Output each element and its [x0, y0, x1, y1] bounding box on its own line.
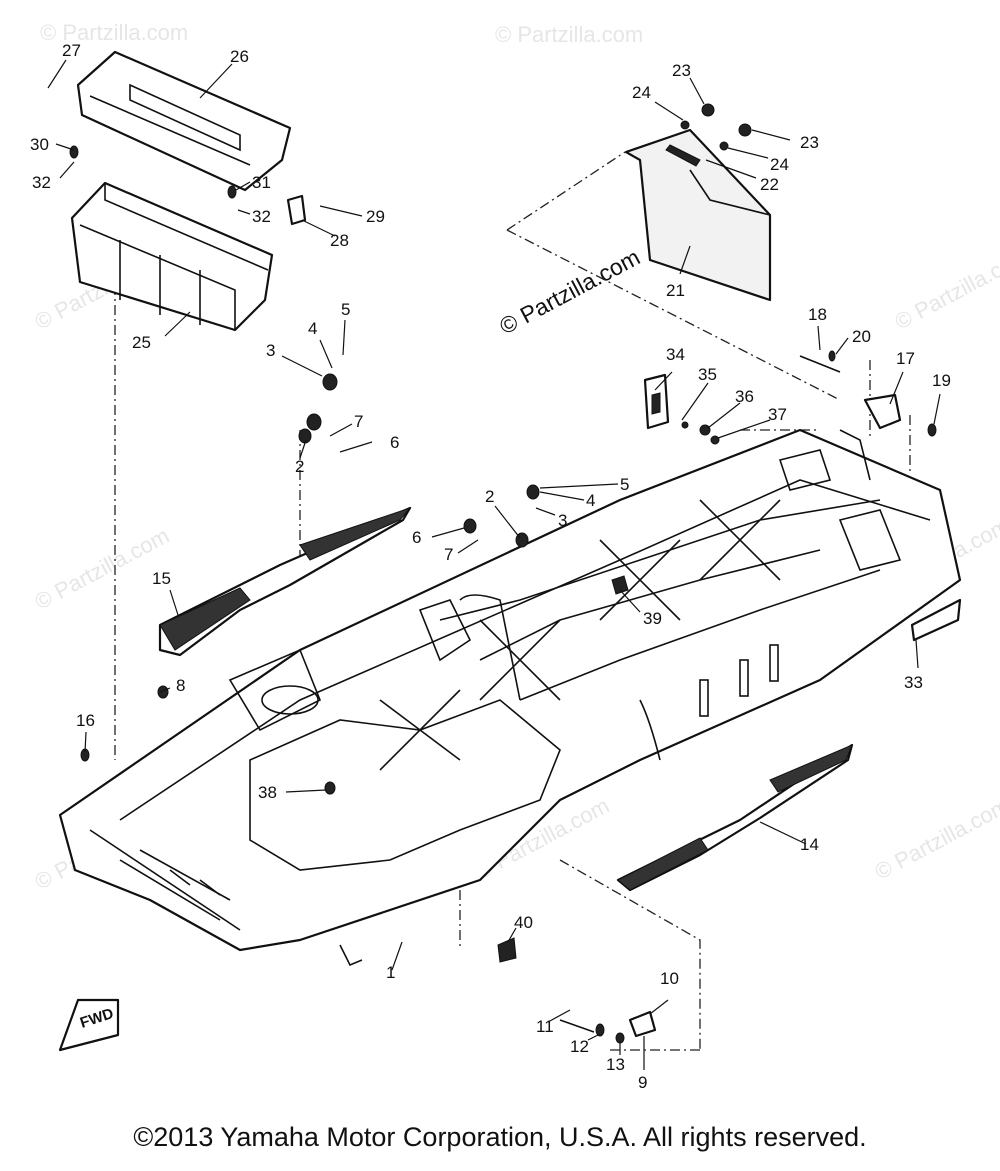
step-board-right — [616, 743, 854, 892]
callout-23: 23 — [672, 61, 691, 80]
callout-32: 32 — [32, 173, 51, 192]
callout-28: 28 — [330, 231, 349, 250]
storage-box — [70, 181, 274, 332]
callout-6: 6 — [412, 528, 421, 547]
leader-lines — [47, 59, 941, 1070]
callout-12: 12 — [570, 1037, 589, 1056]
callout-9: 9 — [638, 1073, 647, 1092]
callout-2: 2 — [295, 457, 304, 476]
callout-36: 36 — [735, 387, 754, 406]
callout-33: 33 — [904, 673, 923, 692]
callout-labels: 1 2 2 3 3 4 4 5 5 6 6 7 7 8 9 10 11 12 1… — [30, 41, 951, 1092]
mount-plate — [624, 128, 772, 302]
callout-34: 34 — [666, 345, 685, 364]
callout-4: 4 — [586, 491, 595, 510]
callout-38: 38 — [258, 783, 277, 802]
callout-11: 11 — [536, 1017, 554, 1036]
callout-25: 25 — [132, 333, 151, 352]
callout-1: 1 — [386, 963, 395, 982]
callout-13: 13 — [606, 1055, 625, 1074]
copyright-notice: ©2013 Yamaha Motor Corporation, U.S.A. A… — [133, 1122, 867, 1152]
callout-3: 3 — [558, 511, 567, 530]
storage-lid — [76, 50, 292, 192]
callout-16: 16 — [76, 711, 95, 730]
callout-7: 7 — [354, 412, 363, 431]
callout-14: 14 — [800, 835, 819, 854]
callout-39: 39 — [643, 609, 662, 628]
callout-17: 17 — [896, 349, 915, 368]
watermark-text: © Partzilla.com — [891, 243, 1000, 335]
callout-22: 22 — [760, 175, 779, 194]
chassis-hull — [58, 428, 962, 967]
callout-10: 10 — [660, 969, 679, 988]
callout-4: 4 — [308, 319, 317, 338]
callout-21: 21 — [666, 281, 685, 300]
forward-arrow: FWD — [58, 998, 120, 1052]
callout-6: 6 — [390, 433, 399, 452]
callout-19: 19 — [932, 371, 951, 390]
callout-23: 23 — [800, 133, 819, 152]
callout-5: 5 — [341, 300, 350, 319]
callout-26: 26 — [230, 47, 249, 66]
callout-15: 15 — [152, 569, 171, 588]
callout-27: 27 — [62, 41, 81, 60]
callout-20: 20 — [852, 327, 871, 346]
watermark-text: © Partzilla.com — [871, 793, 1000, 885]
callout-5: 5 — [620, 475, 629, 494]
watermark-main: © Partzilla.com — [495, 244, 644, 340]
callout-40: 40 — [514, 913, 533, 932]
step-board-left — [158, 506, 412, 657]
callout-18: 18 — [808, 305, 827, 324]
callout-29: 29 — [366, 207, 385, 226]
callout-30: 30 — [30, 135, 49, 154]
callout-24: 24 — [770, 155, 789, 174]
watermark-text: © Partzilla.com — [495, 22, 643, 47]
callout-2: 2 — [485, 487, 494, 506]
small-parts — [69, 103, 962, 1044]
callout-32: 32 — [252, 207, 271, 226]
callout-24: 24 — [632, 83, 651, 102]
watermark-text: © Partzilla.com — [40, 20, 188, 45]
callout-7: 7 — [444, 545, 453, 564]
callout-31: 31 — [252, 173, 271, 192]
callout-37: 37 — [768, 405, 787, 424]
callout-3: 3 — [266, 341, 275, 360]
callout-8: 8 — [176, 676, 185, 695]
callout-35: 35 — [698, 365, 717, 384]
